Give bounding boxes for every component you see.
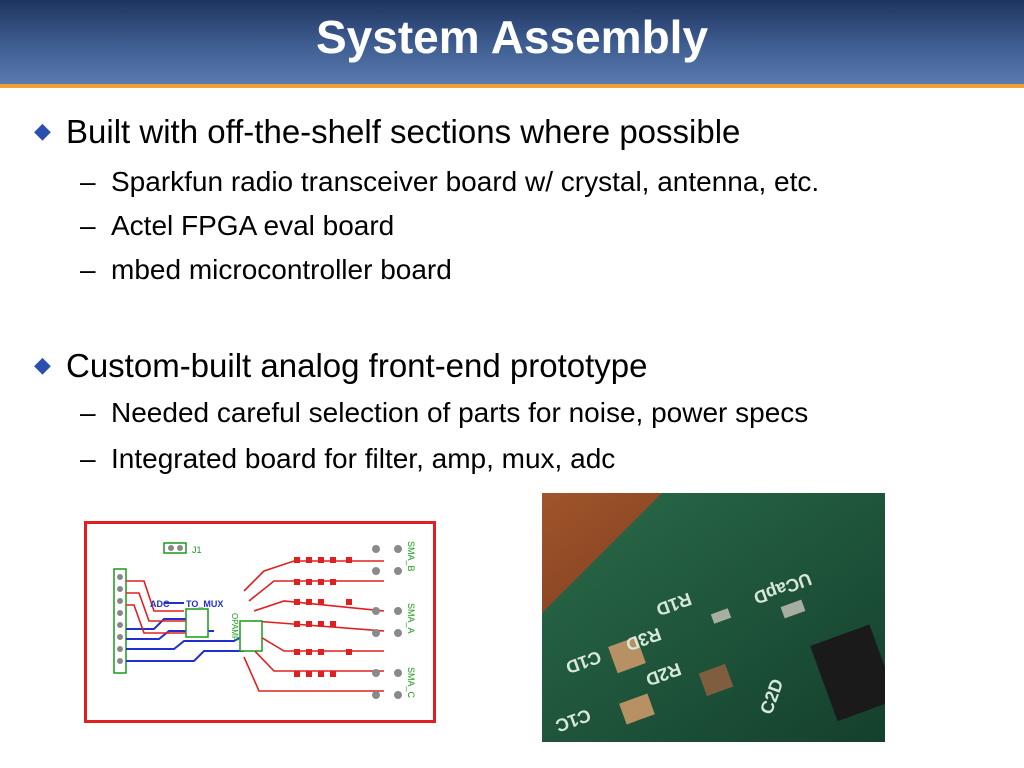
dash-marker: – [80, 210, 96, 241]
slide-title: System Assembly [315, 11, 709, 63]
pcb-j1-label: J1 [192, 545, 202, 555]
bullet-2-sub-1: Needed careful selection of parts for no… [111, 397, 809, 428]
pcb-sma-a-label: SMA_A [406, 603, 416, 634]
pcb-opamp-label: OPAMP [230, 613, 239, 641]
bullet-1-sub-3: mbed microcontroller board [111, 254, 452, 285]
diamond-bullet-icon: ◆ [34, 118, 51, 143]
title-bar [0, 0, 1024, 84]
bullet-1-text: Built with off-the-shelf sections where … [66, 113, 741, 150]
pcb-adc-label: ADC [150, 599, 170, 609]
bullet-1-sub-2: Actel FPGA eval board [111, 210, 395, 241]
bullet-2-text: Custom-built analog front-end prototype [66, 347, 648, 384]
bullet-1-sub-1: Sparkfun radio transceiver board w/ crys… [111, 166, 820, 197]
diamond-bullet-icon: ◆ [34, 352, 51, 377]
title-underline [0, 84, 1024, 88]
pcb-mux-label: TO_MUX [186, 599, 223, 609]
bullet-2-sub-2: Integrated board for filter, amp, mux, a… [111, 443, 616, 474]
dash-marker: – [80, 397, 96, 428]
pcb-photo: R1D UCapD R3D C1D R2D C2D C1C [542, 493, 885, 742]
dash-marker: – [80, 254, 96, 285]
pcb-sma-b-label: SMA_B [406, 541, 416, 572]
dash-marker: – [80, 166, 96, 197]
pcb-layout-image: J1 ADC TO_MUX OPAMP SMA_B [84, 521, 436, 723]
pcb-sma-c-label: SMA_C [406, 667, 416, 699]
dash-marker: – [80, 443, 96, 474]
